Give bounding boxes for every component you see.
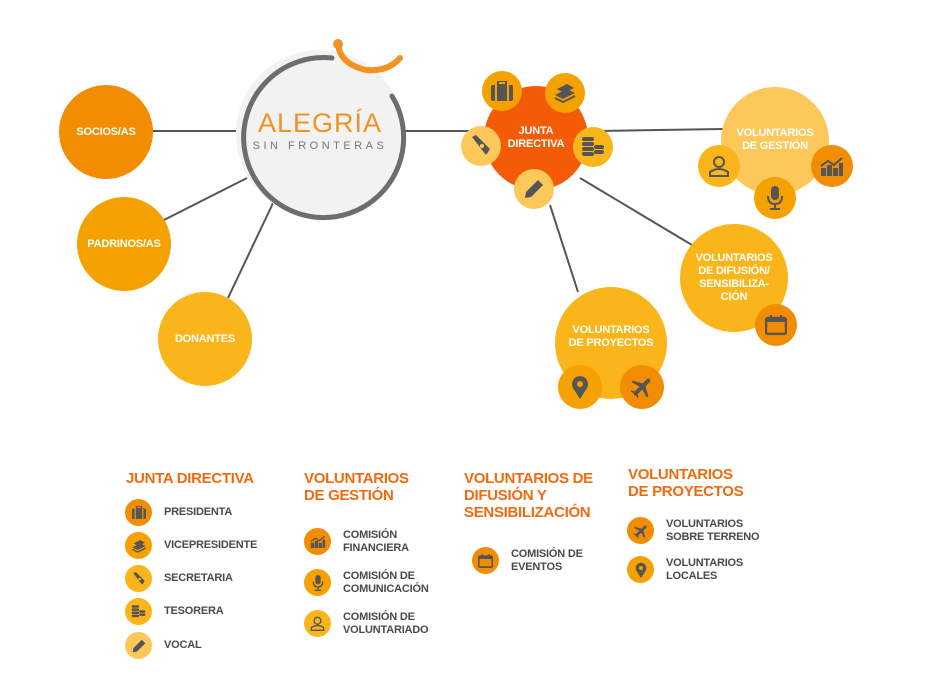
legend-item-label: VICEPRESIDENTE (164, 539, 258, 551)
logo-smile-icon (333, 39, 403, 74)
legend-item: VICEPRESIDENTE (125, 532, 257, 559)
legend-item: PRESIDENTA (125, 499, 232, 526)
node-donantes-label: DONANTES (174, 332, 236, 345)
legend-item-label: COMISIÓN FINANCIERA (343, 528, 409, 554)
node-difusion-label: VOLUNTARIOS DE DIFUSIÓN/ SENSIBILIZA- CI… (695, 252, 773, 303)
legend-item: VOCAL (125, 632, 202, 659)
difusion-calendar-icon (755, 304, 797, 346)
junta-fountain-pen-icon (461, 126, 501, 166)
logo-subtitle: SIN FRONTERAS (252, 140, 388, 152)
proyectos-location-pin-icon (558, 365, 602, 409)
legend-item: COMISIÓN DE EVENTOS (472, 547, 583, 574)
node-socios: SOCIOS/AS (59, 85, 153, 179)
legend-item-label: COMISIÓN DE COMUNICACIÓN (343, 569, 429, 595)
legend-item-label: VOLUNTARIOS SOBRE TERRENO (666, 517, 760, 543)
fountain-pen-icon (125, 565, 152, 592)
legend-item-label: SECRETARIA (164, 572, 233, 584)
legend-item: COMISIÓN DE COMUNICACIÓN (304, 569, 429, 596)
node-proyectos-label: VOLUNTARIOS DE PROYECTOS (568, 324, 654, 349)
location-pin-icon (627, 556, 654, 583)
logo-circle: ALEGRÍA SIN FRONTERAS (236, 39, 407, 221)
legend-item: VOLUNTARIOS LOCALES (627, 556, 743, 583)
logo-ring (241, 55, 407, 221)
calendar-icon (472, 547, 499, 574)
line-padrinos (159, 177, 248, 223)
legend-item-label: VOCAL (164, 639, 202, 651)
node-gestion-label: VOLUNTARIOS DE GESTIÓN (736, 127, 814, 152)
node-socios-label: SOCIOS/AS (76, 125, 136, 138)
legend-item-label: VOLUNTARIOS LOCALES (666, 556, 744, 582)
legend-item: SECRETARIA (125, 565, 233, 592)
briefcase-icon (125, 499, 152, 526)
legend-item: COMISIÓN DE VOLUNTARIADO (304, 610, 429, 637)
node-padrinos: PADRINOS/AS (77, 197, 171, 291)
legend-difusion-title: VOLUNTARIOS DE DIFUSIÓN Y SENSIBILIZACIÓ… (464, 470, 593, 521)
node-junta-label: JUNTA DIRECTIVA (507, 125, 565, 150)
microphone-icon (304, 569, 331, 596)
junta-pencil-icon (514, 169, 554, 209)
legend-item-label: COMISIÓN DE VOLUNTARIADO (343, 610, 429, 636)
airplane-icon (627, 517, 654, 544)
gestion-user-icon (698, 145, 740, 187)
pencil-icon (125, 632, 152, 659)
chart-icon (304, 528, 331, 555)
legend-item: VOLUNTARIOS SOBRE TERRENO (627, 517, 760, 544)
books-icon (125, 532, 152, 559)
logo-title: ALEGRÍA (257, 108, 383, 138)
line-difusion (579, 177, 693, 246)
coins-icon (125, 598, 152, 625)
gestion-chart-icon (811, 145, 853, 187)
junta-briefcase-icon (482, 71, 522, 111)
legend-item: COMISIÓN FINANCIERA (304, 528, 409, 555)
line-proyectos (549, 204, 579, 293)
node-padrinos-label: PADRINOS/AS (87, 237, 161, 250)
user-icon (304, 610, 331, 637)
legend-junta-title: JUNTA DIRECTIVA (126, 470, 254, 487)
legend-item-label: TESORERA (164, 605, 224, 617)
gestion-microphone-icon (754, 177, 796, 219)
line-gestion (599, 128, 725, 132)
junta-coins-icon (573, 127, 613, 167)
legend-item-label: PRESIDENTA (164, 506, 233, 518)
legend-proyectos-title: VOLUNTARIOS DE PROYECTOS (628, 466, 744, 500)
legend-gestion-title: VOLUNTARIOS DE GESTIÓN (304, 470, 409, 504)
node-donantes: DONANTES (158, 292, 252, 386)
junta-books-icon (545, 73, 585, 113)
legend-item-label: COMISIÓN DE EVENTOS (511, 547, 583, 573)
proyectos-airplane-icon (620, 365, 664, 409)
legend-item: TESORERA (125, 598, 224, 625)
